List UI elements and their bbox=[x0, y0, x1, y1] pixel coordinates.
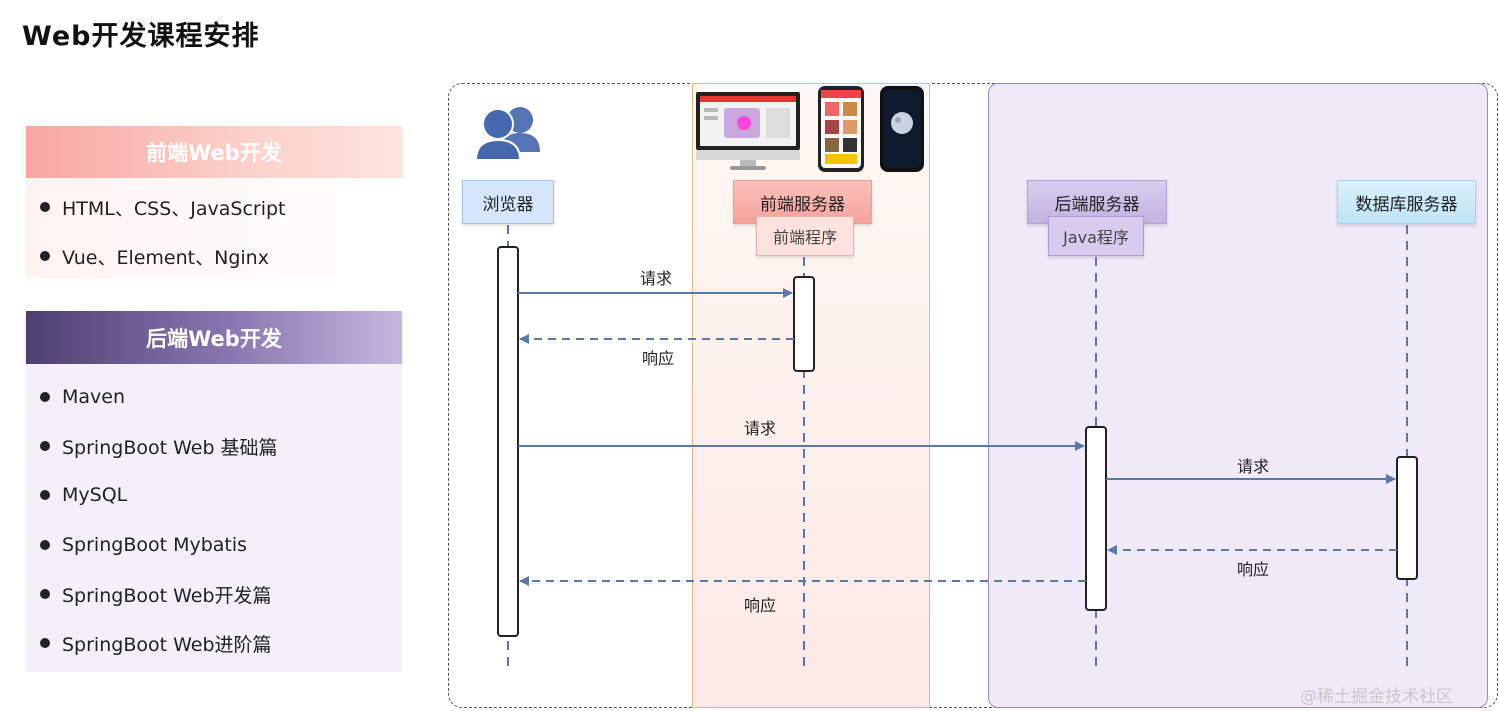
bullet-dot-icon bbox=[40, 441, 50, 451]
diagram-outer-boundary bbox=[448, 83, 1498, 708]
frontend-section-body: HTML、CSS、JavaScript Vue、Element、Nginx bbox=[26, 178, 402, 278]
frontend-item: Vue、Element、Nginx bbox=[40, 243, 269, 269]
frontend-program-node: 前端程序 bbox=[756, 216, 854, 256]
frontend-activation-bar bbox=[793, 276, 815, 372]
bullet-dot-icon bbox=[40, 251, 50, 261]
message-label: 请求 bbox=[1237, 457, 1270, 476]
java-program-node: Java程序 bbox=[1048, 216, 1144, 256]
frontend-item-label: Vue、Element、Nginx bbox=[62, 246, 269, 269]
backend-item: MySQL bbox=[40, 482, 127, 508]
backend-item-label: SpringBoot Mybatis bbox=[62, 534, 248, 556]
bullet-dot-icon bbox=[40, 638, 50, 648]
backend-section-header: 后端Web开发 bbox=[26, 311, 402, 364]
watermark: @稀土掘金技术社区 bbox=[1300, 687, 1453, 707]
backend-item-label: SpringBoot Web 基础篇 bbox=[62, 436, 278, 459]
backend-item: SpringBoot Web 基础篇 bbox=[40, 433, 278, 459]
backend-item: SpringBoot Web开发篇 bbox=[40, 581, 272, 607]
bullet-dot-icon bbox=[40, 392, 50, 402]
backend-item-label: SpringBoot Web进阶篇 bbox=[62, 633, 272, 656]
message-label: 响应 bbox=[1237, 560, 1270, 579]
browser-node: 浏览器 bbox=[462, 180, 554, 224]
backend-section-body: Maven SpringBoot Web 基础篇 MySQL SpringBoo… bbox=[26, 364, 402, 672]
bullet-dot-icon bbox=[40, 202, 50, 212]
message-label: 请求 bbox=[640, 269, 673, 288]
browser-activation-bar bbox=[497, 246, 519, 637]
frontend-item: HTML、CSS、JavaScript bbox=[40, 194, 286, 220]
message-label: 响应 bbox=[642, 349, 675, 368]
backend-activation-bar bbox=[1085, 426, 1107, 611]
desktop-monitor-icon bbox=[696, 92, 800, 170]
backend-item: Maven bbox=[40, 384, 125, 410]
mobile-phone-icon bbox=[818, 86, 864, 172]
backend-item-label: MySQL bbox=[62, 484, 128, 506]
backend-item-label: SpringBoot Web开发篇 bbox=[62, 584, 272, 607]
bullet-dot-icon bbox=[40, 490, 50, 500]
message-label: 请求 bbox=[744, 419, 777, 438]
bullet-dot-icon bbox=[40, 589, 50, 599]
db-server-node: 数据库服务器 bbox=[1337, 180, 1476, 224]
frontend-section-header: 前端Web开发 bbox=[26, 126, 402, 178]
bullet-dot-icon bbox=[40, 540, 50, 550]
backend-item: SpringBoot Mybatis bbox=[40, 532, 247, 558]
page-title: Web开发课程安排 bbox=[22, 21, 260, 52]
backend-item-label: Maven bbox=[62, 386, 126, 408]
frontend-item-label: HTML、CSS、JavaScript bbox=[62, 197, 286, 220]
message-label: 响应 bbox=[744, 596, 777, 615]
backend-item: SpringBoot Web进阶篇 bbox=[40, 630, 272, 656]
users-icon bbox=[474, 107, 540, 161]
db-activation-bar bbox=[1396, 456, 1418, 580]
dark-phone-icon bbox=[880, 86, 924, 172]
